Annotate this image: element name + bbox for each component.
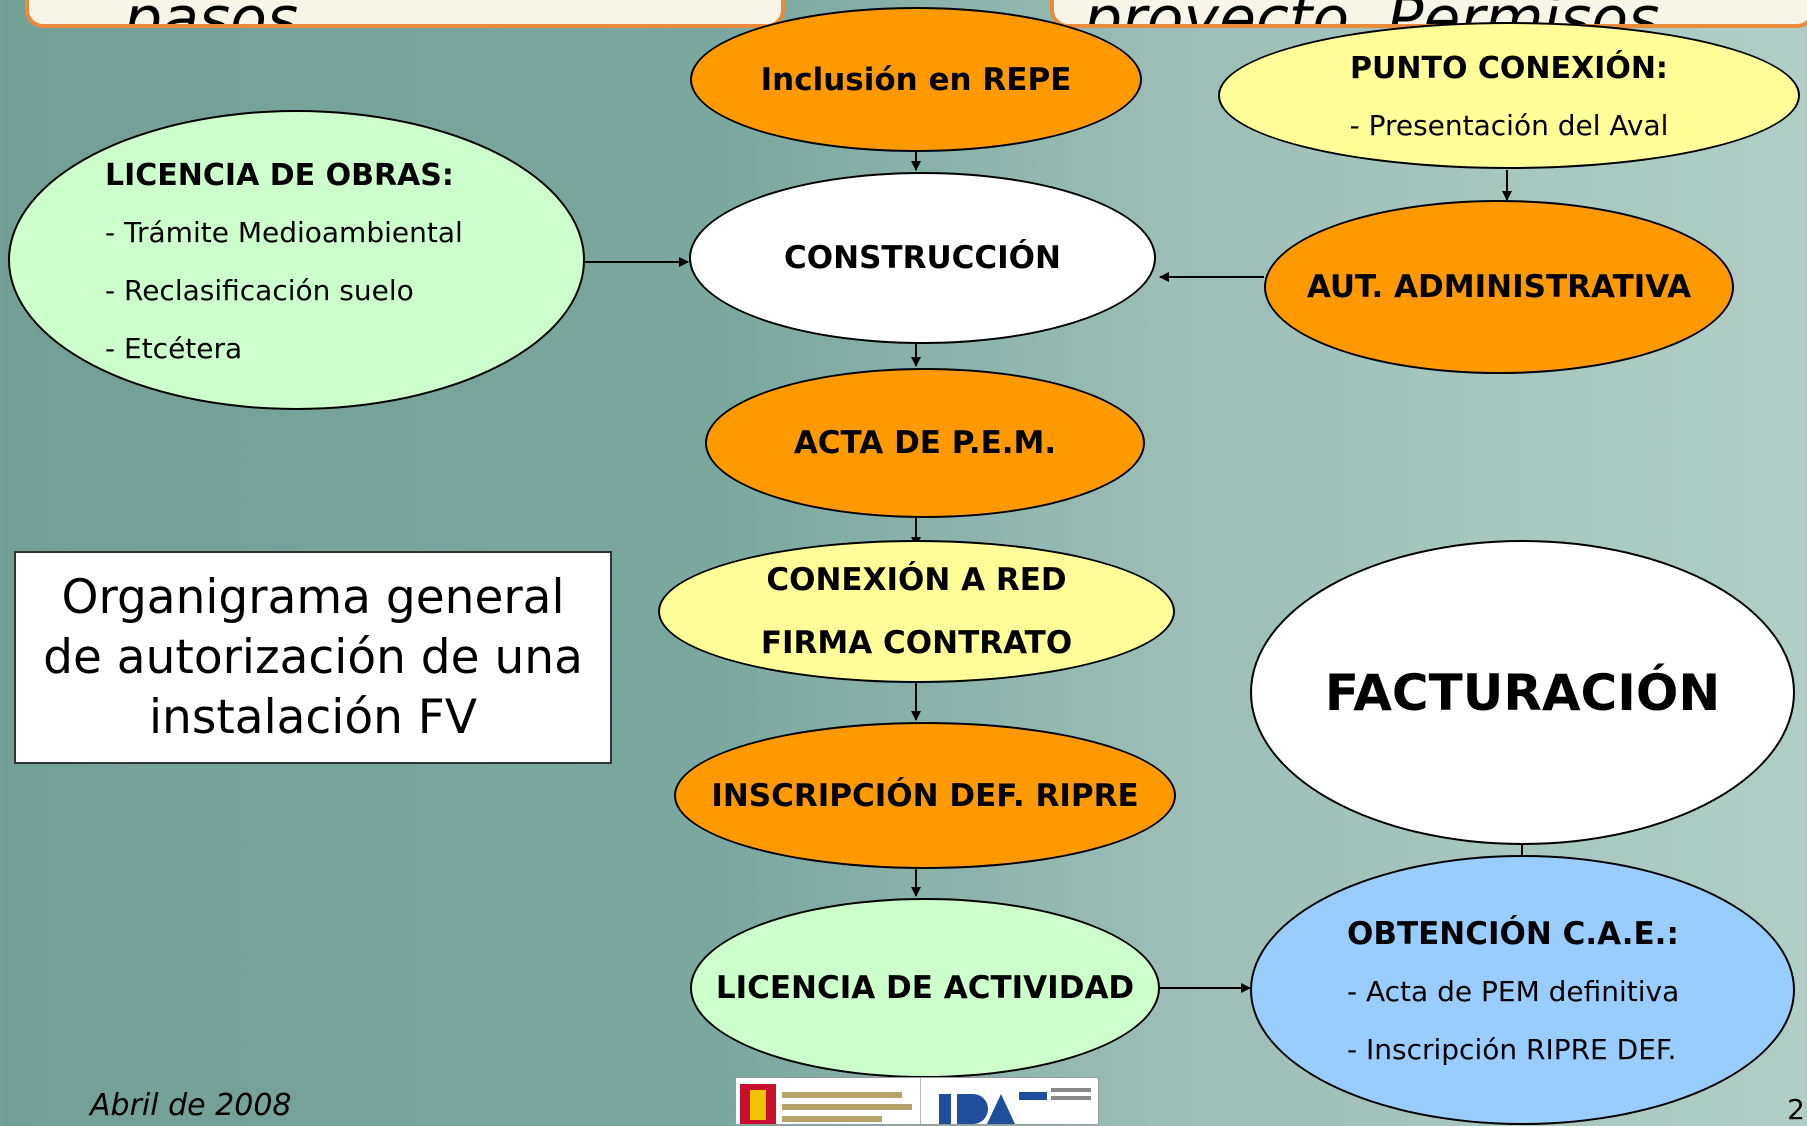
caption-line: Organigrama general <box>61 569 565 625</box>
node-label: INSCRIPCIÓN DEF. RIPRE <box>711 777 1139 814</box>
caption-line: de autorización de una <box>43 629 583 685</box>
footer-date: Abril de 2008 <box>90 1088 292 1123</box>
node-label: Inclusión en REPE <box>760 61 1072 98</box>
caption-box: Organigrama general de autorización de u… <box>14 551 612 764</box>
node-licencia-actividad: LICENCIA DE ACTIVIDAD <box>690 898 1160 1078</box>
node-construccion: CONSTRUCCIÓN <box>689 172 1156 344</box>
node-inscripcion-ripre: INSCRIPCIÓN DEF. RIPRE <box>674 722 1176 869</box>
node-facturacion: FACTURACIÓN <box>1250 540 1795 845</box>
node-item: - Trámite Medioambiental <box>105 215 463 249</box>
node-inclusion-repe: Inclusión en REPE <box>690 7 1142 152</box>
node-item: - Reclasificación suelo <box>105 273 414 307</box>
ministerio-logo <box>740 1078 921 1124</box>
node-label-line2: FIRMA CONTRATO <box>760 624 1073 661</box>
page-number: 2 <box>1787 1093 1805 1126</box>
node-label: AUT. ADMINISTRATIVA <box>1306 269 1692 305</box>
node-label: CONSTRUCCIÓN <box>784 240 1061 276</box>
caption-line: instalación FV <box>149 689 477 745</box>
node-title: LICENCIA DE OBRAS: <box>105 157 454 193</box>
header-box-left: pasos. <box>25 0 785 28</box>
node-licencia-obras: LICENCIA DE OBRAS: - Trámite Medioambien… <box>8 110 585 410</box>
node-acta-pem: ACTA DE P.E.M. <box>705 368 1145 518</box>
node-title: PUNTO CONEXIÓN: <box>1350 51 1668 86</box>
node-item: - Presentación del Aval <box>1349 109 1669 142</box>
header-title-right: proyecto. Permisos <box>1084 0 1659 24</box>
node-title: OBTENCIÓN C.A.E.: <box>1347 916 1679 952</box>
node-aut-administrativa: AUT. ADMINISTRATIVA <box>1264 200 1734 374</box>
node-item: - Inscripción RIPRE DEF. <box>1347 1033 1677 1066</box>
header-title-left: pasos. <box>124 0 317 24</box>
node-punto-conexion: PUNTO CONEXIÓN: - Presentación del Aval <box>1218 22 1800 169</box>
logos-strip <box>735 1077 1099 1125</box>
node-label: LICENCIA DE ACTIVIDAD <box>715 970 1135 1006</box>
node-label: FACTURACIÓN <box>1324 663 1721 722</box>
node-label-line1: CONEXIÓN A RED <box>766 561 1067 598</box>
node-label: ACTA DE P.E.M. <box>793 425 1057 461</box>
node-conexion-red: CONEXIÓN A RED FIRMA CONTRATO <box>658 540 1175 683</box>
node-obtencion-cae: OBTENCIÓN C.A.E.: - Acta de PEM definiti… <box>1250 855 1795 1125</box>
node-item: - Etcétera <box>105 331 243 365</box>
idae-logo <box>939 1088 1091 1124</box>
node-item: - Acta de PEM definitiva <box>1347 975 1680 1008</box>
